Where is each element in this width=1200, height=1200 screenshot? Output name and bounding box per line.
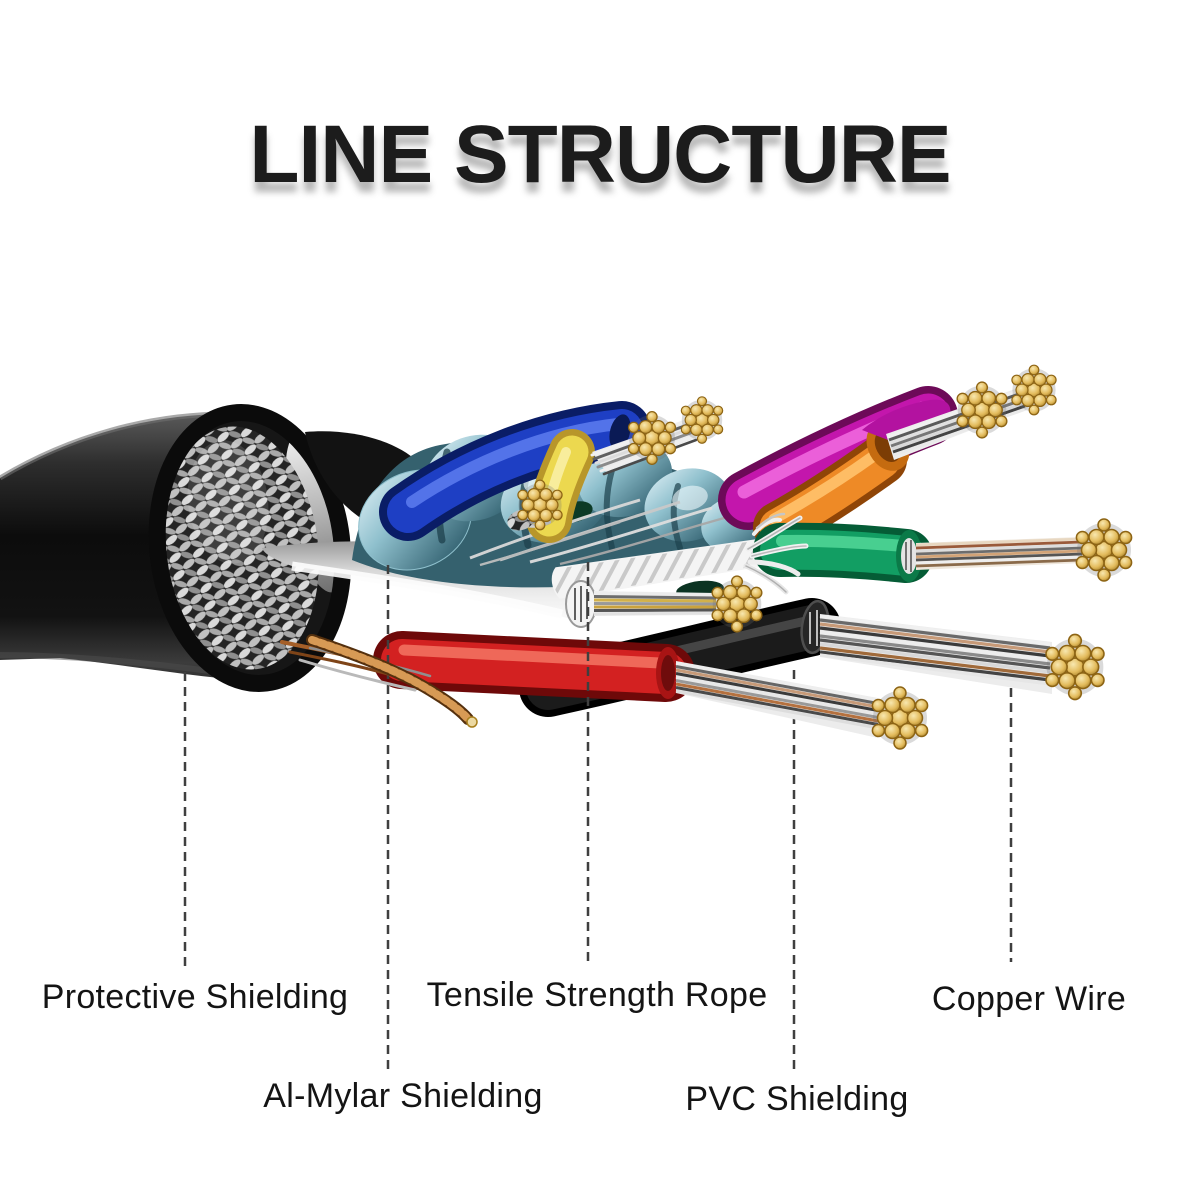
callout-copper-wire: Copper Wire (931, 980, 1127, 1018)
page-title: LINE STRUCTURE (249, 109, 951, 200)
leader-lines (183, 562, 1013, 1070)
white-wire-face (565, 580, 597, 628)
strands-blue (590, 396, 724, 476)
wire-red (373, 631, 695, 702)
wire-green (753, 522, 933, 583)
callout-pvc-shielding: PVC Shielding (685, 1080, 909, 1118)
callout-protective-shielding: Protective Shielding (41, 978, 349, 1016)
wire-blue (379, 401, 651, 541)
callout-tensile-strength-rope: Tensile Strength Rope (426, 976, 768, 1014)
strands-green-copper (915, 518, 1133, 582)
strands-white-wire (593, 575, 763, 633)
callout-al-mylar-shielding: Al-Mylar Shielding (263, 1077, 543, 1115)
magenta-hood (862, 399, 951, 440)
drain-wire-copper (280, 634, 478, 728)
strands-orange (886, 364, 1057, 460)
strands-red-wire (675, 661, 929, 750)
rope-fray (743, 512, 809, 595)
strands-yellow (507, 479, 563, 531)
strands-black-wire (819, 614, 1105, 701)
